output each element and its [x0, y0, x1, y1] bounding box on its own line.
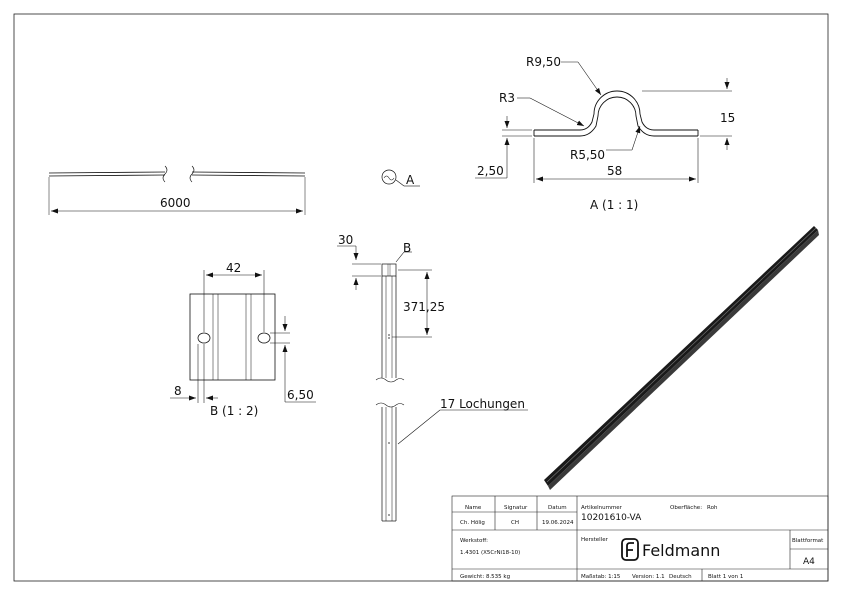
tb-manufacturer-header: Hersteller	[581, 537, 609, 543]
bar-front-view	[375, 263, 405, 522]
sheet-border	[13, 13, 829, 582]
tb-sheet-format-header: Blattformat	[792, 538, 824, 544]
tb-material-header: Werkstoff:	[460, 538, 488, 544]
holes-note: 17 Lochungen	[440, 397, 525, 411]
tb-brand: Feldmann	[642, 541, 720, 560]
tb-material-value: 1.4301 (X5CrNi18-10)	[460, 550, 520, 556]
tb-surface-header: Oberfläche:	[670, 505, 702, 511]
tb-name-header: Name	[465, 505, 482, 511]
tb-date-header: Datum	[548, 505, 567, 511]
width-42-label: 42	[226, 261, 241, 275]
tb-article-header: Artikelnummer	[581, 505, 623, 511]
offset-30-label: 30	[338, 233, 353, 247]
section-marker-label: A	[406, 173, 415, 187]
height-15-label: 15	[720, 111, 735, 125]
tb-version: Version: 1.1	[632, 574, 665, 580]
tb-language: Deutsch	[669, 574, 692, 580]
tb-surface-value: Roh	[707, 505, 718, 511]
bar-isometric-view	[544, 226, 819, 490]
detail-b-title: B (1 : 2)	[210, 404, 258, 418]
hole-dia-650-label: 6,50	[287, 388, 314, 402]
radius-r550-label: R5,50	[570, 148, 605, 162]
tb-scale: Maßstab: 1:15	[581, 574, 621, 580]
profile-section-view	[533, 90, 699, 137]
tb-article-number: 10201610-VA	[581, 513, 642, 523]
profile-dimension-lines	[475, 61, 732, 183]
radius-r950-label: R9,50	[526, 55, 561, 69]
hole-edge-8-label: 8	[174, 384, 182, 398]
bar-side-view	[48, 165, 306, 215]
tb-sheet-format: A4	[803, 557, 815, 567]
pitch-label: 371,25	[403, 300, 445, 314]
thickness-250-label: 2,50	[477, 164, 504, 178]
detail-b-view	[189, 293, 276, 381]
bar-front-dimension-lines	[337, 245, 528, 445]
dimension-length: 6000	[160, 196, 191, 210]
section-a-title: A (1 : 1)	[590, 198, 638, 212]
tb-signature-value: CH	[511, 520, 519, 526]
feldmann-logo-icon	[621, 538, 639, 561]
detail-marker-b: B	[403, 241, 411, 255]
tb-name-value: Ch. Hölig	[460, 520, 485, 526]
width-58-label: 58	[607, 164, 622, 178]
tb-weight: Gewicht: 8.535 kg	[460, 574, 510, 580]
section-marker-a	[381, 169, 420, 187]
detail-b-dimension-lines	[170, 270, 316, 403]
title-block	[451, 495, 829, 582]
radius-r3-label: R3	[499, 91, 515, 105]
tb-signature-header: Signatur	[504, 505, 528, 511]
tb-sheet: Blatt 1 von 1	[708, 574, 743, 580]
hole-right	[257, 332, 271, 344]
hole-left	[197, 332, 211, 344]
tb-date-value: 19.06.2024	[542, 520, 574, 526]
